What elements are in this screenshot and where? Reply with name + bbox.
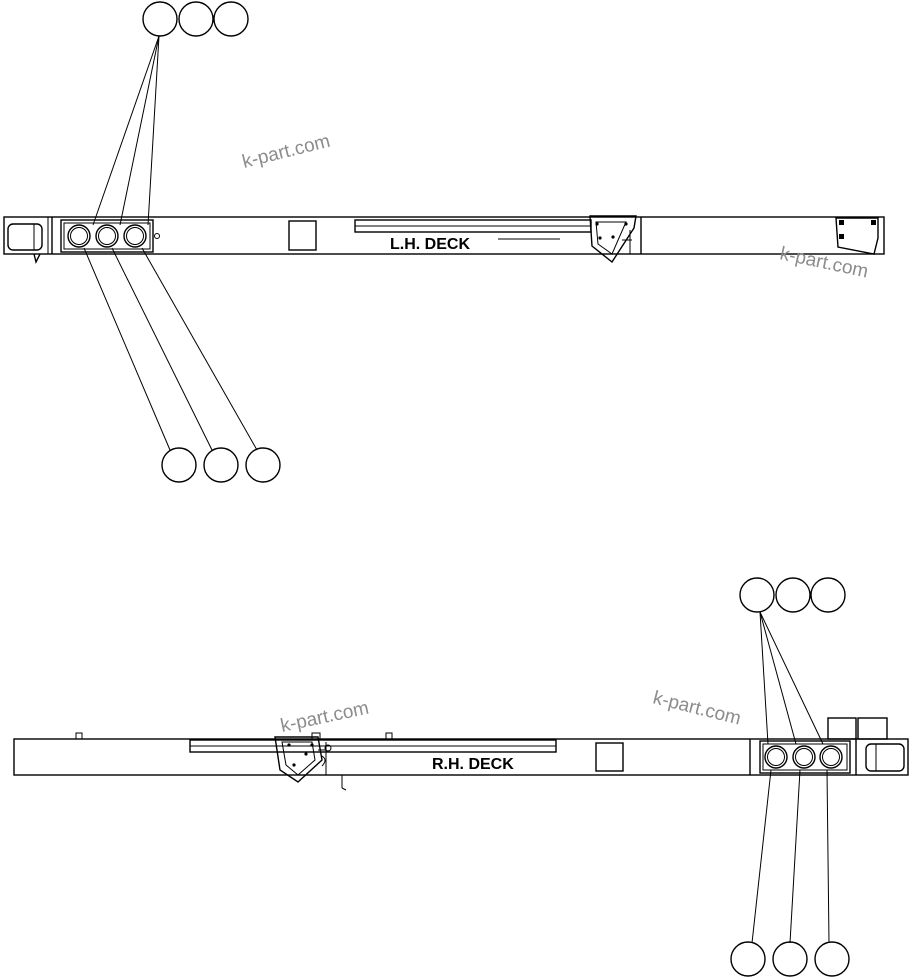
rh-square-plate — [595, 742, 624, 772]
callout-balloon — [730, 941, 766, 977]
callout-balloon — [775, 577, 811, 613]
lh-deck-bracket — [589, 215, 637, 264]
callout-balloon — [142, 1, 178, 37]
callout-balloon — [810, 577, 846, 613]
watermark: k-part.com — [240, 131, 332, 173]
rh-bottom-callouts — [730, 941, 850, 977]
callout-balloon — [203, 447, 239, 483]
rh-top-box — [827, 717, 857, 740]
callout-balloon — [814, 941, 850, 977]
rh-light-3-icon — [819, 745, 843, 769]
callout-balloon — [245, 447, 281, 483]
lh-deck-assembly: L.H. DECK — [3, 215, 885, 265]
rh-light-1-icon — [764, 745, 788, 769]
callout-balloon — [161, 447, 197, 483]
lh-light-1-icon — [67, 224, 91, 248]
lh-light-3-icon — [123, 224, 147, 248]
lh-light-housing — [60, 219, 154, 253]
watermark: k-part.com — [778, 243, 870, 282]
watermark: k-part.com — [651, 687, 743, 729]
lh-callout-leaders — [83, 35, 258, 451]
rh-deck-assembly: R.H. DECK — [13, 717, 909, 791]
rh-end-light-icon — [865, 743, 905, 772]
lh-end-light-icon — [7, 223, 43, 251]
callout-balloon — [772, 941, 808, 977]
callout-balloon — [178, 1, 214, 37]
lh-deck-label: L.H. DECK — [390, 236, 470, 253]
rh-callout-leaders — [751, 611, 830, 944]
rh-light-housing — [759, 740, 851, 774]
rh-light-2-icon — [792, 745, 816, 769]
callout-balloon — [213, 1, 249, 37]
rh-deck-bracket — [274, 736, 323, 783]
lh-light-2-icon — [95, 224, 119, 248]
rh-deck-beam — [13, 738, 909, 776]
callout-balloon — [739, 577, 775, 613]
lh-bottom-callouts — [161, 447, 281, 483]
rh-top-box — [857, 717, 888, 740]
lh-right-end-cap — [835, 217, 879, 255]
rh-top-callouts — [739, 577, 846, 613]
rh-deck-label: R.H. DECK — [432, 756, 514, 773]
lh-deck-beam — [3, 216, 885, 255]
watermark: k-part.com — [279, 698, 371, 737]
lh-top-callouts — [142, 1, 249, 37]
lh-square-plate — [288, 220, 317, 251]
